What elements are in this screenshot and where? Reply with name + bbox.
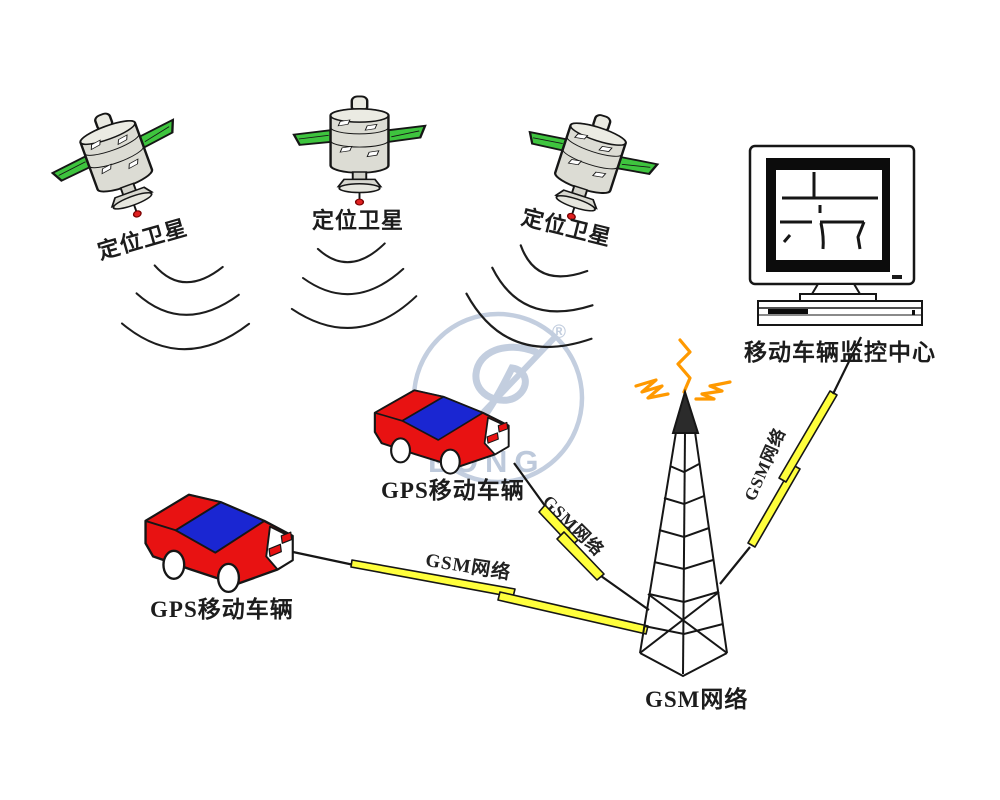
link-tower-to-center [719, 336, 862, 585]
vehicle-2-label: GPS移动车辆 [150, 597, 294, 622]
monitor-map-lines [780, 172, 878, 250]
vehicle-1-label: GPS移动车辆 [381, 478, 525, 503]
satellite-2-icon [292, 95, 427, 207]
watermark-registered-mark: ® [552, 322, 566, 343]
vehicle-1-icon [373, 389, 510, 475]
vehicle-2-icon [144, 493, 294, 594]
link-vehicle2-to-tower [292, 550, 649, 635]
gsm-tower-icon [634, 338, 732, 678]
satellite-2-label: 定位卫星 [312, 208, 405, 233]
link-vehicle1-to-tower [513, 462, 650, 611]
tower-signal-icon [634, 338, 732, 401]
monitor-label: 移动车辆监控中心 [744, 340, 936, 365]
monitor-icon [748, 144, 923, 326]
gsm-tower-label: GSM网络 [645, 687, 749, 712]
radio-waves-2 [290, 242, 418, 329]
radio-waves-1 [118, 256, 256, 358]
